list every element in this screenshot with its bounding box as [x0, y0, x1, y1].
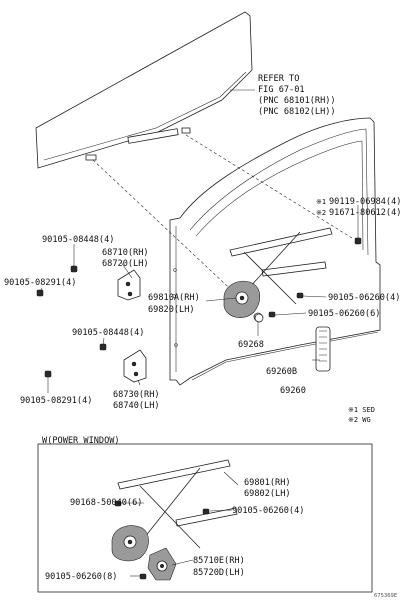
part-label-90105-06260-6: 90105-06260(6): [308, 309, 380, 319]
inset-label-90105-06260-4: 90105-06260(4): [232, 506, 304, 516]
refer-text-2: FIG 67-01: [258, 85, 305, 95]
note-mark-1: ※1: [316, 198, 326, 206]
part-label-69268: 69268: [238, 340, 264, 350]
leader-lines: [39, 205, 359, 393]
part-label-68740: 68740(LH): [113, 401, 160, 411]
window-regulator: [223, 227, 333, 322]
upper-hinge: [36, 265, 141, 301]
part-label-68720: 68720(LH): [102, 259, 149, 269]
door-panel: [169, 117, 381, 386]
inset-label-90168: 90168-50040(6): [70, 498, 142, 508]
part-label-69260: 69260: [280, 386, 306, 396]
bolt-icon: [268, 237, 362, 318]
inset-label-85720d: 85720D(LH): [193, 568, 245, 578]
inset-label-69801: 69801(RH): [244, 478, 291, 488]
refer-text-3: (PNC 68101(RH)): [258, 96, 336, 106]
refer-text-1: REFER TO: [258, 74, 299, 84]
lower-hinge: [44, 343, 147, 383]
part-label-69820: 69820(LH): [148, 305, 195, 315]
door-glass: [35, 11, 253, 169]
part-label-68710: 68710(RH): [102, 248, 149, 258]
part-label-90105-08291-upper: 90105-08291(4): [4, 278, 76, 288]
part-label-68730: 68730(RH): [113, 390, 160, 400]
inset-label-90105-06260-8: 90105-06260(8): [45, 572, 117, 582]
part-label-90119: 90119-06984(4): [329, 197, 401, 207]
part-label-90105-08448-upper: 90105-08448(4): [42, 235, 114, 245]
guide-line: [92, 159, 243, 301]
inset-title: W(POWER WINDOW): [42, 436, 120, 446]
inset-label-69802: 69802(LH): [244, 489, 291, 499]
part-label-90105-08448-lower: 90105-08448(4): [72, 328, 144, 338]
note-mark-2: ※2: [316, 209, 326, 217]
power-window-inset: W(POWER WINDOW): [37, 436, 373, 593]
inset-label-85710e: 85710E(RH): [193, 556, 245, 566]
part-label-90105-08291-lower: 90105-08291(4): [20, 396, 92, 406]
refer-text-4: (PNC 68102(LH)): [258, 107, 336, 117]
legend-sed: ※1 SED: [348, 406, 375, 414]
part-label-91671: 91671-80612(4): [329, 208, 401, 218]
stopper-icon: [254, 313, 264, 323]
part-label-90105-06260-4: 90105-06260(4): [328, 293, 400, 303]
part-label-69260b: 69260B: [266, 367, 297, 377]
figure-code: 675369E: [374, 593, 397, 599]
legend-wg: ※2 WG: [348, 416, 371, 424]
part-label-69810a: 69810A(RH): [148, 293, 200, 303]
